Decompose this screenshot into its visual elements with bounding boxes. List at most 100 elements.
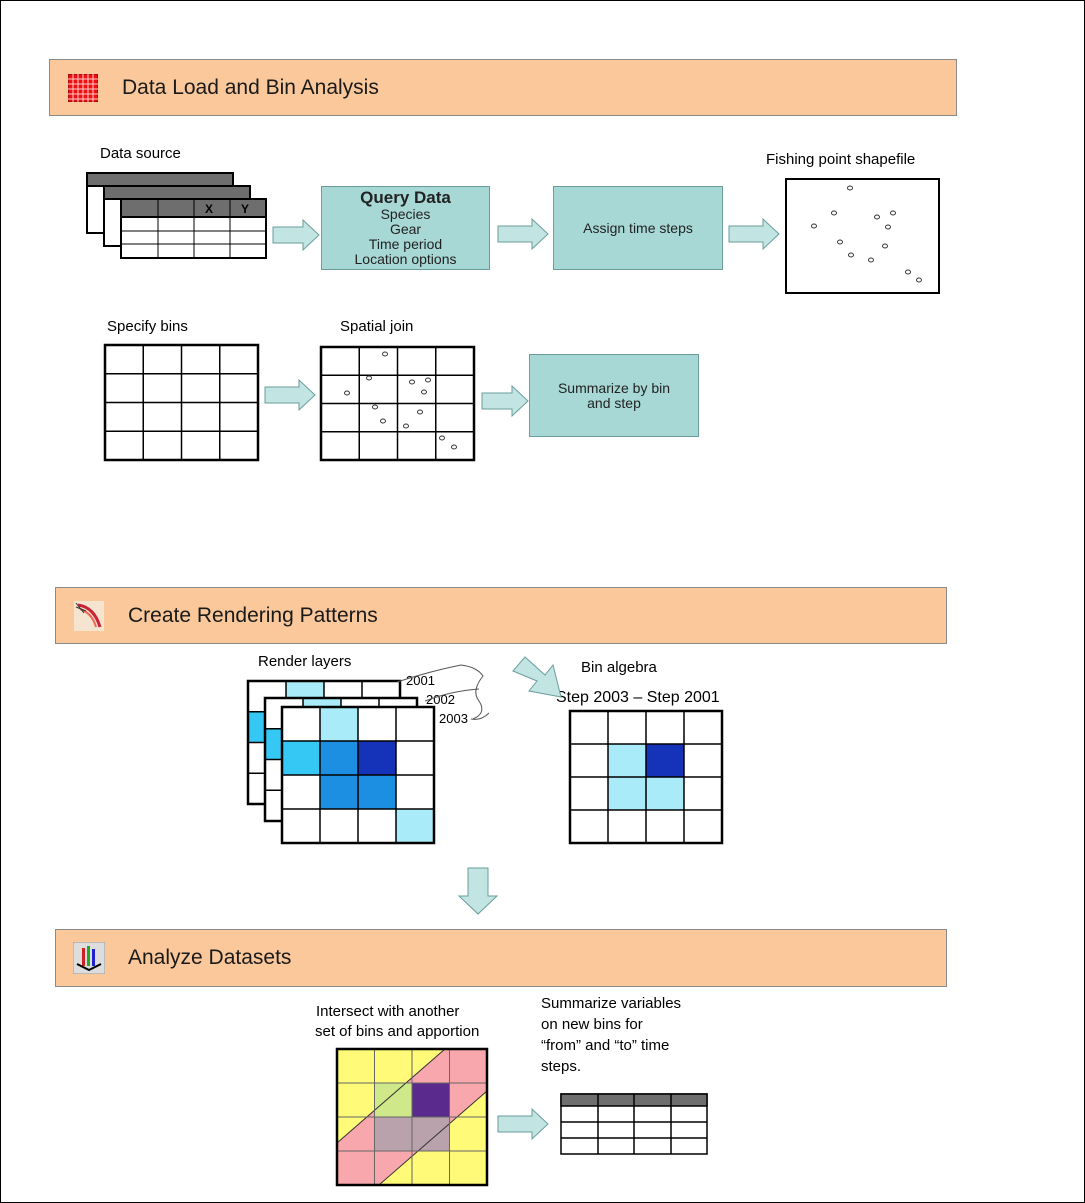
summarize-vars-line1: Summarize variables bbox=[541, 995, 682, 1012]
algebra-grid-cell bbox=[646, 777, 684, 810]
layer-2003-cell bbox=[358, 707, 396, 741]
algebra-grid-cell bbox=[684, 777, 722, 810]
query-item-gear: Gear bbox=[389, 221, 422, 237]
arrow-to-shapefile bbox=[728, 217, 780, 251]
layer-2003-cell bbox=[282, 809, 320, 843]
fishing-point bbox=[882, 243, 888, 249]
summarize-by-bin-box: Summarize by bin and step bbox=[529, 354, 699, 437]
fishing-point bbox=[847, 185, 853, 191]
join-point bbox=[382, 351, 388, 357]
layer-2003-cell bbox=[358, 809, 396, 843]
summary-table-icon bbox=[560, 1093, 708, 1155]
render-layers-stack bbox=[246, 679, 436, 845]
algebra-grid-cell bbox=[684, 744, 722, 777]
layer-2003-cell bbox=[282, 775, 320, 809]
layer-2003-cell bbox=[282, 741, 320, 775]
summarize-line1: Summarize by bin bbox=[557, 379, 671, 396]
layer-2003-cell bbox=[282, 707, 320, 741]
banner-title: Create Rendering Patterns bbox=[128, 603, 378, 627]
fishing-point bbox=[890, 210, 896, 216]
layer-2003-cell bbox=[320, 809, 358, 843]
query-item-location: Location options bbox=[354, 251, 457, 267]
join-point bbox=[421, 389, 427, 395]
arrow-to-summarize bbox=[481, 384, 529, 418]
fishing-point bbox=[905, 269, 911, 275]
summarize-vars-line4: steps. bbox=[541, 1058, 582, 1075]
table-header-x: X bbox=[205, 202, 214, 216]
join-point bbox=[366, 375, 372, 381]
algebra-grid-cell bbox=[608, 777, 646, 810]
assign-time-steps-box: Assign time steps bbox=[553, 186, 723, 270]
join-point bbox=[403, 423, 409, 429]
step-expression-label: Step 2003 – Step 2001 bbox=[556, 689, 720, 706]
bins-grid-border bbox=[103, 343, 260, 462]
banner-title: Data Load and Bin Analysis bbox=[122, 75, 379, 99]
algebra-grid-cell bbox=[570, 744, 608, 777]
banner-render: Create Rendering Patterns bbox=[55, 587, 947, 644]
layer-2003-cell bbox=[396, 809, 434, 843]
arrow-to-query bbox=[272, 218, 320, 252]
arrow-down-analyze bbox=[457, 867, 499, 915]
algebra-grid-cell bbox=[608, 711, 646, 744]
year-brace bbox=[396, 664, 484, 720]
query-item-species: Species bbox=[380, 206, 431, 222]
layer-2003-cell bbox=[320, 741, 358, 775]
year-2002-label: 2002 bbox=[426, 692, 455, 707]
fishing-point bbox=[837, 239, 843, 245]
spatial-join-grid bbox=[319, 345, 476, 462]
query-item-time-period: Time period bbox=[368, 236, 443, 252]
specify-bins-label: Specify bins bbox=[107, 318, 188, 335]
algebra-grid-cell bbox=[608, 810, 646, 843]
arrow-to-assign bbox=[497, 217, 549, 251]
layer-2003-cell bbox=[358, 741, 396, 775]
fishing-point-label: Fishing point shapefile bbox=[766, 151, 916, 168]
spatial-join-points bbox=[344, 351, 457, 450]
intersect-cell bbox=[374, 1083, 412, 1117]
join-point bbox=[409, 379, 415, 385]
grid-icon bbox=[66, 72, 100, 104]
algebra-grid-cell bbox=[646, 711, 684, 744]
layer-2003-cell bbox=[320, 775, 358, 809]
summarize-line2: and step bbox=[587, 394, 641, 411]
data-source-tables-icon bbox=[86, 172, 267, 259]
fishing-point bbox=[885, 224, 891, 230]
intersect-diagonal bbox=[336, 1048, 446, 1144]
summarize-vars-line3: “from” and “to” time bbox=[541, 1037, 670, 1054]
layer-2003-cell bbox=[396, 741, 434, 775]
fishing-point bbox=[868, 257, 874, 263]
algebra-grid-cell bbox=[646, 810, 684, 843]
bars-icon bbox=[72, 942, 106, 974]
banner-data-load: Data Load and Bin Analysis bbox=[49, 59, 957, 116]
arrow-to-algebra bbox=[512, 656, 562, 698]
fishing-points bbox=[811, 185, 922, 283]
fishing-point-map bbox=[785, 178, 940, 294]
data-source-label: Data source bbox=[100, 145, 181, 162]
layer-2003-border bbox=[280, 705, 436, 845]
join-grid-border bbox=[319, 345, 476, 462]
query-data-box: Query Data Species Gear Time period Loca… bbox=[321, 186, 490, 270]
join-point bbox=[372, 404, 378, 410]
intersect-label-line2: set of bins and apportion bbox=[315, 1023, 480, 1040]
shrimp-icon bbox=[72, 600, 106, 632]
join-point bbox=[380, 418, 386, 424]
intersect-cell bbox=[412, 1083, 450, 1117]
join-point bbox=[439, 435, 445, 441]
fishing-point bbox=[874, 214, 880, 220]
fishing-point bbox=[916, 277, 922, 283]
algebra-grid-cell bbox=[570, 777, 608, 810]
algebra-grid-cell bbox=[646, 744, 684, 777]
algebra-grid-cell bbox=[570, 810, 608, 843]
summarize-vars-line2: on new bins for bbox=[541, 1016, 643, 1033]
algebra-grid-border bbox=[568, 709, 724, 845]
table-header-y: Y bbox=[241, 202, 250, 216]
join-point bbox=[417, 409, 423, 415]
banner-analyze: Analyze Datasets bbox=[55, 929, 947, 987]
layer-2003-cell bbox=[358, 775, 396, 809]
algebra-grid-cell bbox=[608, 744, 646, 777]
layer-2003-cell bbox=[396, 707, 434, 741]
arrow-to-join bbox=[264, 378, 316, 412]
layer-2003-cell bbox=[320, 707, 358, 741]
algebra-grid-cell bbox=[684, 711, 722, 744]
